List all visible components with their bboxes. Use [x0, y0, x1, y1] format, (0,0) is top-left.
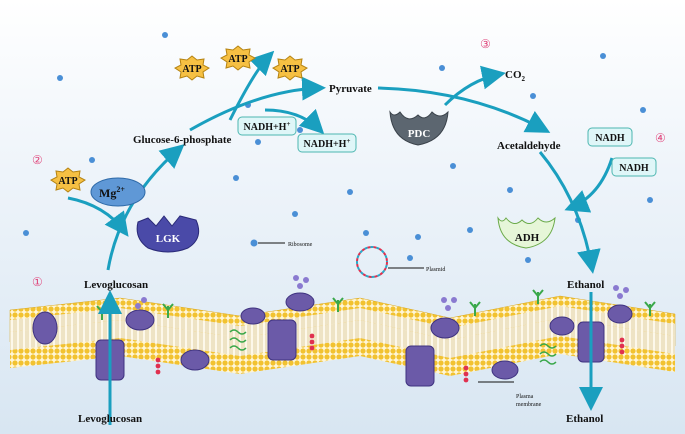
nadh-h-label: NADH+H: [244, 122, 287, 133]
atp-label: ATP: [228, 54, 247, 65]
plasmid: Plasmid: [356, 246, 445, 278]
nadh-label: NADH: [619, 163, 649, 174]
svg-text:NADH+H+: NADH+H+: [304, 137, 351, 150]
step-number-1: ①: [32, 275, 43, 289]
step-number-2: ②: [32, 153, 43, 167]
levoglucosan-inside-label: Levoglucosan: [84, 279, 148, 291]
plasma-membrane-callout: Plasma membrane: [478, 381, 542, 408]
co2-subscript: 2: [522, 75, 526, 83]
svg-text:CO2: CO2: [505, 69, 526, 83]
atp-burst: ATP: [50, 167, 86, 193]
plasma-membrane: [9, 295, 676, 376]
adh-enzyme: ADH: [497, 216, 556, 249]
ethanol-inside-label: Ethanol: [567, 279, 604, 291]
pyruvate-label: Pyruvate: [329, 83, 372, 95]
atp-burst: ATP: [272, 55, 308, 81]
svg-text:Mg2+: Mg2+: [99, 185, 125, 200]
nadh-h-box: NADH+H+: [237, 116, 297, 136]
lgk-enzyme: LGK: [136, 215, 200, 253]
nadh-h-sup: +: [286, 120, 290, 128]
atp-burst: ATP: [220, 45, 256, 71]
ribosome: Ribosome: [250, 239, 313, 248]
glucose-6-phosphate-label: Glucose-6-phosphate: [133, 134, 232, 146]
ribosome-label: Ribosome: [288, 242, 313, 248]
atp-label: ATP: [182, 64, 201, 75]
plasmid-label: Plasmid: [426, 267, 445, 273]
membrane-label-line2: membrane: [516, 402, 542, 408]
membrane-helix-proteins: [229, 329, 557, 365]
atp-label: ATP: [58, 176, 77, 187]
nadh-h-label: NADH+H: [304, 139, 347, 150]
atp-label: ATP: [280, 64, 299, 75]
membrane-channel-beads: [155, 333, 625, 383]
step-number-4: ④: [655, 131, 666, 145]
nadh-h-box: NADH+H+: [297, 133, 357, 153]
nadh-label: NADH: [595, 133, 625, 144]
ethanol-outside-label: Ethanol: [566, 413, 603, 425]
atp-burst: ATP: [174, 55, 210, 81]
pathway-arrows: [67, 50, 614, 425]
membrane-proteins: [32, 292, 633, 387]
nadh-h-sup: +: [346, 137, 350, 145]
svg-text:NADH+H+: NADH+H+: [244, 120, 291, 133]
pdc-label: PDC: [408, 128, 431, 140]
acetaldehyde-label: Acetaldehyde: [497, 140, 561, 152]
mg-label: Mg: [99, 186, 116, 200]
mg-ion: Mg2+: [90, 177, 146, 207]
pdc-enzyme: PDC: [389, 110, 449, 146]
lgk-label: LGK: [156, 233, 181, 245]
nadh-box: NADH: [587, 127, 633, 147]
step-number-3: ③: [480, 37, 491, 51]
mg-sup: 2+: [116, 185, 125, 194]
membrane-sugar-chains: [135, 275, 629, 311]
levoglucosan-outside-label: Levoglucosan: [78, 413, 142, 425]
co2-label: CO: [505, 69, 522, 81]
adh-label: ADH: [515, 232, 540, 244]
nadh-box: NADH: [611, 157, 657, 177]
membrane-label-line1: Plasma: [516, 394, 534, 400]
